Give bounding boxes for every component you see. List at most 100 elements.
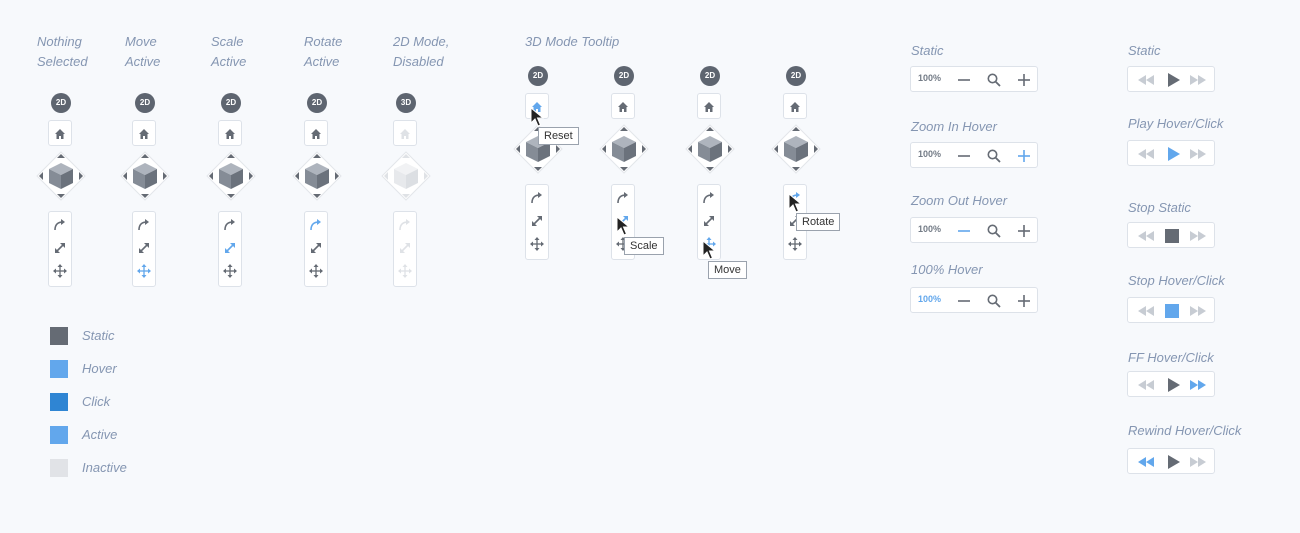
reset-button[interactable]: [304, 120, 328, 146]
rotate-icon[interactable]: [397, 217, 413, 238]
rotate-icon[interactable]: [52, 217, 68, 238]
orbit-dpad[interactable]: [206, 151, 256, 201]
rotate-icon[interactable]: [529, 190, 545, 211]
search-icon[interactable]: [986, 72, 1002, 88]
play-icon[interactable]: [1166, 377, 1182, 393]
move-icon[interactable]: [529, 236, 545, 257]
mode-toggle-button[interactable]: 2D: [135, 93, 155, 113]
zoom-out-icon[interactable]: [956, 223, 972, 239]
scale-icon[interactable]: [529, 213, 545, 234]
reset-button[interactable]: [783, 93, 807, 119]
mode-toggle-button[interactable]: 3D: [396, 93, 416, 113]
zoom-percent[interactable]: 100%: [918, 224, 942, 234]
mode-toggle-button[interactable]: 2D: [307, 93, 327, 113]
move-icon[interactable]: [136, 263, 152, 284]
stop-icon[interactable]: [1164, 303, 1180, 319]
rotate-icon[interactable]: [222, 217, 238, 238]
rewind-icon[interactable]: [1136, 72, 1156, 88]
scale-icon[interactable]: [308, 240, 324, 261]
orbit-dpad[interactable]: [771, 124, 821, 174]
rotate-icon[interactable]: [615, 190, 631, 211]
reset-button[interactable]: [132, 120, 156, 146]
pan-down-arrow: [402, 194, 410, 198]
pan-right-arrow: [642, 145, 646, 153]
move-icon[interactable]: [397, 263, 413, 284]
reset-button[interactable]: [48, 120, 72, 146]
rewind-icon[interactable]: [1136, 146, 1156, 162]
move-icon[interactable]: [52, 263, 68, 284]
fast-forward-icon[interactable]: [1188, 377, 1208, 393]
move-icon[interactable]: [787, 236, 803, 257]
rotate-icon[interactable]: [701, 190, 717, 211]
zoom-percent[interactable]: 100%: [918, 294, 942, 304]
orbit-dpad[interactable]: [685, 124, 735, 174]
zoom-percent[interactable]: 100%: [918, 149, 942, 159]
rewind-icon[interactable]: [1136, 228, 1156, 244]
zoom-in-icon[interactable]: [1016, 293, 1032, 309]
media-state-label: Play Hover/Click: [1128, 116, 1224, 131]
search-icon[interactable]: [986, 148, 1002, 164]
rotate-icon[interactable]: [308, 217, 324, 238]
pan-right-arrow: [424, 172, 428, 180]
pan-right-arrow: [335, 172, 339, 180]
mode-toggle-button[interactable]: 2D: [786, 66, 806, 86]
scale-icon[interactable]: [52, 240, 68, 261]
mode-toggle-button[interactable]: 2D: [614, 66, 634, 86]
transform-tools: [132, 211, 156, 287]
pan-right-arrow: [79, 172, 83, 180]
pan-up-arrow: [706, 127, 714, 131]
rewind-icon[interactable]: [1136, 454, 1156, 470]
zoom-in-icon[interactable]: [1016, 148, 1032, 164]
transform-tools: [304, 211, 328, 287]
mode-toggle-button[interactable]: 2D: [221, 93, 241, 113]
reset-button[interactable]: [393, 120, 417, 146]
move-icon[interactable]: [308, 263, 324, 284]
fast-forward-icon[interactable]: [1188, 454, 1208, 470]
mode-toggle-button[interactable]: 2D: [528, 66, 548, 86]
rotate-icon[interactable]: [136, 217, 152, 238]
orbit-dpad[interactable]: [381, 151, 431, 201]
zoom-in-icon[interactable]: [1016, 72, 1032, 88]
orbit-dpad[interactable]: [120, 151, 170, 201]
zoom-out-icon[interactable]: [956, 72, 972, 88]
rewind-icon[interactable]: [1136, 377, 1156, 393]
move-icon[interactable]: [222, 263, 238, 284]
stop-icon[interactable]: [1164, 228, 1180, 244]
fast-forward-icon[interactable]: [1188, 228, 1208, 244]
scale-icon[interactable]: [136, 240, 152, 261]
search-icon[interactable]: [986, 293, 1002, 309]
zoom-out-icon[interactable]: [956, 293, 972, 309]
zoom-percent[interactable]: 100%: [918, 73, 942, 83]
play-icon[interactable]: [1166, 72, 1182, 88]
transform-tools: [48, 211, 72, 287]
pan-up-arrow: [620, 127, 628, 131]
play-icon[interactable]: [1166, 146, 1182, 162]
mode-toggle-button[interactable]: 2D: [700, 66, 720, 86]
orbit-dpad[interactable]: [599, 124, 649, 174]
tooltip: Scale: [624, 237, 664, 255]
reset-button[interactable]: [611, 93, 635, 119]
orbit-dpad[interactable]: [292, 151, 342, 201]
reset-button[interactable]: [697, 93, 721, 119]
legend-swatch: [50, 459, 68, 477]
legend-label: Click: [82, 394, 111, 409]
search-icon[interactable]: [986, 223, 1002, 239]
rewind-icon[interactable]: [1136, 303, 1156, 319]
play-icon[interactable]: [1166, 454, 1182, 470]
reset-button[interactable]: [218, 120, 242, 146]
fast-forward-icon[interactable]: [1188, 72, 1208, 88]
mode-toggle-button[interactable]: 2D: [51, 93, 71, 113]
home-icon: [138, 127, 150, 145]
media-control: [1127, 371, 1215, 397]
fast-forward-icon[interactable]: [1188, 303, 1208, 319]
orbit-dpad[interactable]: [36, 151, 86, 201]
zoom-out-icon[interactable]: [956, 148, 972, 164]
zoom-in-icon[interactable]: [1016, 223, 1032, 239]
fast-forward-icon[interactable]: [1188, 146, 1208, 162]
scale-icon[interactable]: [222, 240, 238, 261]
scale-icon[interactable]: [397, 240, 413, 261]
scale-icon[interactable]: [701, 213, 717, 234]
pan-up-arrow: [57, 154, 65, 158]
pan-right-arrow: [163, 172, 167, 180]
pan-down-arrow: [57, 194, 65, 198]
